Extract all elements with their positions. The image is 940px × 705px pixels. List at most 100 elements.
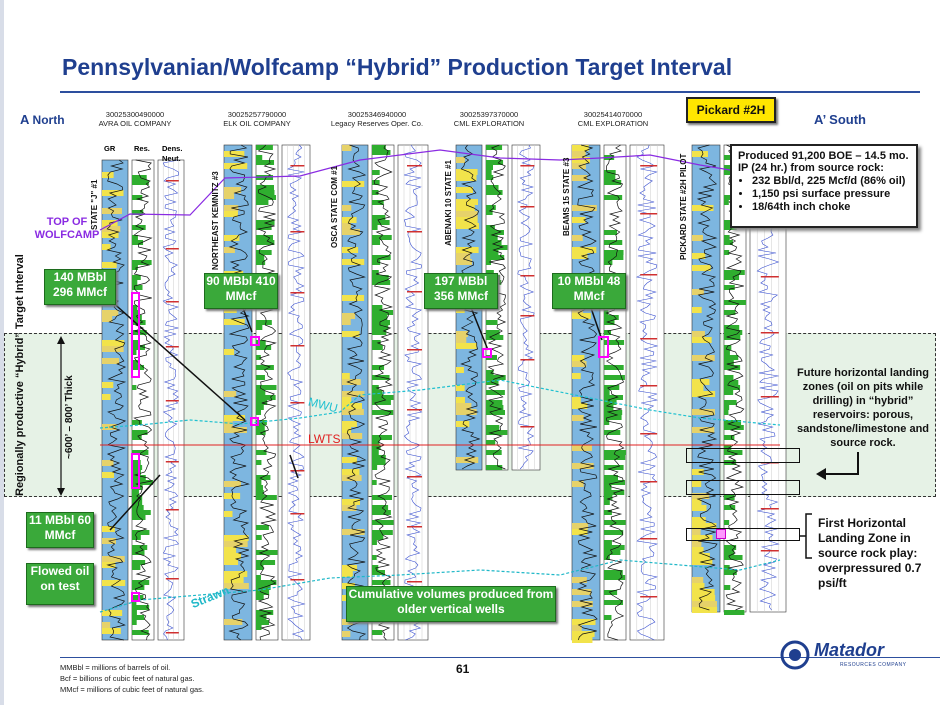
res-fill	[724, 330, 743, 335]
matador-logo: Matador RESOURCES COMPANY	[780, 636, 920, 676]
gr-fill	[456, 259, 472, 265]
res-fill	[256, 320, 272, 325]
res-fill	[604, 340, 625, 345]
dens-marker	[407, 409, 422, 411]
gr-fill	[692, 559, 713, 565]
res-fill	[604, 475, 619, 480]
dens-marker	[640, 596, 658, 598]
res-fill	[256, 615, 267, 620]
gr-fill	[342, 529, 365, 535]
res-fill	[132, 530, 150, 535]
dens-marker	[165, 301, 179, 303]
res-fill	[132, 420, 142, 425]
gr-fill	[692, 493, 710, 499]
res-fill	[372, 215, 386, 220]
gr-fill	[692, 589, 715, 595]
well-3-operator: Legacy Reserves Oper. Co.	[330, 119, 424, 128]
res-fill	[132, 600, 137, 605]
res-fill	[372, 530, 393, 535]
res-fill	[132, 360, 138, 365]
gr-fill	[342, 205, 352, 211]
gr-fill	[342, 379, 361, 385]
dens-marker	[165, 248, 179, 250]
gr-fill	[342, 145, 352, 151]
gr-fill	[224, 391, 237, 397]
gr-fill	[224, 421, 233, 427]
gr-fill	[342, 499, 360, 505]
production-zone-highlight-3	[250, 336, 260, 346]
res-fill	[132, 305, 138, 310]
slide-title: Pennsylvanian/Wolfcamp “Hybrid” Producti…	[62, 54, 733, 80]
res-fill	[604, 615, 612, 620]
gr-fill	[572, 637, 593, 643]
gr-fill	[456, 205, 475, 211]
res-fill	[724, 410, 729, 415]
gr-fill	[692, 235, 703, 241]
res-fill	[724, 285, 735, 290]
res-fill	[372, 400, 391, 405]
res-fill	[604, 510, 612, 515]
gr-fill	[456, 169, 478, 175]
res-fill	[372, 465, 378, 470]
res-fill	[372, 555, 377, 560]
res-fill	[724, 545, 737, 550]
res-fill	[372, 275, 389, 280]
well-name-3: OSCA STATE COM #1	[330, 165, 339, 248]
res-fill	[604, 545, 625, 550]
res-fill	[132, 195, 143, 200]
info-bullets: 232 Bbl/d, 225 Mcf/d (86% oil) 1,150 psi…	[738, 175, 910, 214]
dens-marker	[290, 402, 305, 404]
dens-marker	[760, 508, 779, 510]
res-fill	[256, 625, 262, 630]
info-bullet-3: 18/64th inch choke	[752, 201, 910, 214]
gr-fill	[102, 226, 121, 232]
res-fill	[256, 410, 262, 415]
well-5-api: 30025414070000	[583, 110, 643, 119]
res-fill	[372, 315, 388, 320]
gr-fill	[342, 229, 360, 235]
gr-fill	[224, 247, 235, 253]
res-fill	[486, 465, 503, 470]
gr-curve	[576, 144, 598, 641]
gr-fill	[224, 547, 237, 553]
res-fill	[486, 320, 498, 325]
res-fill	[372, 190, 379, 195]
gr-fill	[342, 181, 365, 187]
gr-fill	[692, 517, 706, 523]
gr-fill	[456, 307, 465, 313]
res-fill	[724, 275, 740, 280]
res-fill	[372, 340, 381, 345]
gr-fill	[224, 481, 241, 487]
res-fill	[724, 550, 735, 555]
gr-fill	[102, 208, 122, 214]
pointer-line-6	[289, 454, 299, 479]
res-fill	[132, 500, 143, 505]
gr-fill	[692, 595, 716, 601]
gr-fill	[692, 307, 702, 313]
res-fill	[372, 375, 390, 380]
well-header-3: 30025346940000 Legacy Reserves Oper. Co.	[312, 110, 442, 128]
gr-fill	[224, 151, 245, 157]
res-fill	[256, 195, 277, 200]
gr-fill	[692, 253, 706, 259]
res-fill	[604, 230, 618, 235]
well-3-api: 30025346940000	[347, 110, 407, 119]
dens-marker	[407, 581, 422, 583]
gr-fill	[102, 628, 121, 634]
res-fill	[486, 170, 492, 175]
track-header-dens: Dens.	[162, 144, 183, 153]
dens-marker	[760, 276, 779, 278]
res-fill	[132, 235, 138, 240]
logo-subtext: RESOURCES COMPANY	[840, 662, 907, 668]
gr-fill	[224, 541, 248, 547]
res-fill	[604, 430, 621, 435]
gr-fill	[102, 190, 124, 196]
dens-marker	[165, 632, 179, 634]
res-fill	[132, 265, 138, 270]
dens-curve	[635, 144, 659, 641]
gr-fill	[456, 211, 478, 217]
res-fill	[724, 610, 745, 615]
gr-fill	[224, 205, 239, 211]
gr-fill	[342, 295, 365, 301]
res-fill	[372, 145, 386, 150]
